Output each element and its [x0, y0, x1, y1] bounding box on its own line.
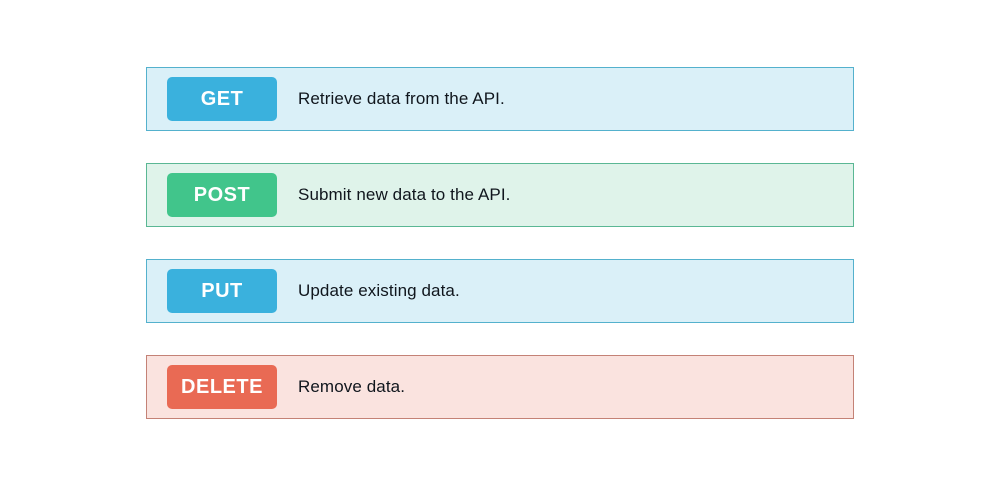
method-row-delete: DELETE Remove data. — [146, 355, 854, 419]
method-row-get: GET Retrieve data from the API. — [146, 67, 854, 131]
post-method-badge[interactable]: POST — [167, 173, 277, 217]
put-method-badge[interactable]: PUT — [167, 269, 277, 313]
delete-method-description: Remove data. — [298, 377, 406, 396]
get-method-description: Retrieve data from the API. — [298, 89, 505, 108]
put-method-description: Update existing data. — [298, 281, 460, 300]
delete-method-badge[interactable]: DELETE — [167, 365, 277, 409]
get-method-badge[interactable]: GET — [167, 77, 277, 121]
method-row-post: POST Submit new data to the API. — [146, 163, 854, 227]
method-row-put: PUT Update existing data. — [146, 259, 854, 323]
post-method-description: Submit new data to the API. — [298, 185, 511, 204]
method-rows-list: GET Retrieve data from the API. POST Sub… — [146, 67, 854, 451]
